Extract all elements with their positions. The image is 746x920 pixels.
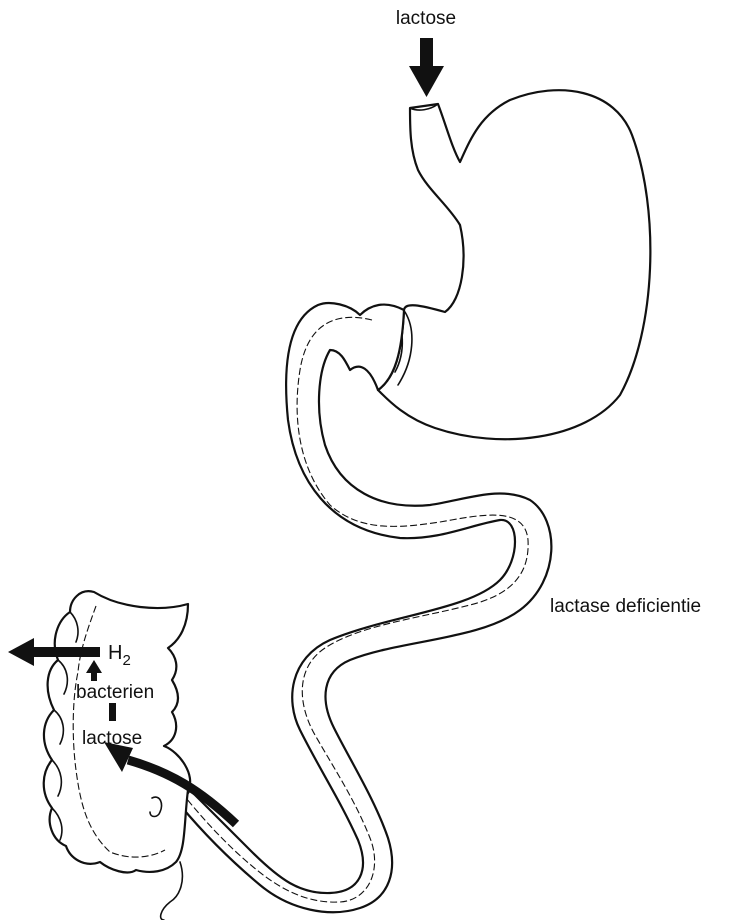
stomach-outline	[378, 90, 650, 439]
label-bacteria: bacterien	[76, 682, 154, 703]
label-h2-main: H	[108, 642, 122, 664]
lactose-to-bacteria-bar	[109, 703, 116, 721]
label-lactase-deficiency: lactase deficientie	[550, 596, 701, 617]
label-h2-sub: 2	[122, 652, 130, 669]
label-lactose-top: lactose	[396, 8, 456, 29]
lactose-intake-arrow	[409, 38, 444, 97]
label-lactose-bottom: lactose	[82, 728, 142, 749]
stomach	[378, 90, 650, 439]
